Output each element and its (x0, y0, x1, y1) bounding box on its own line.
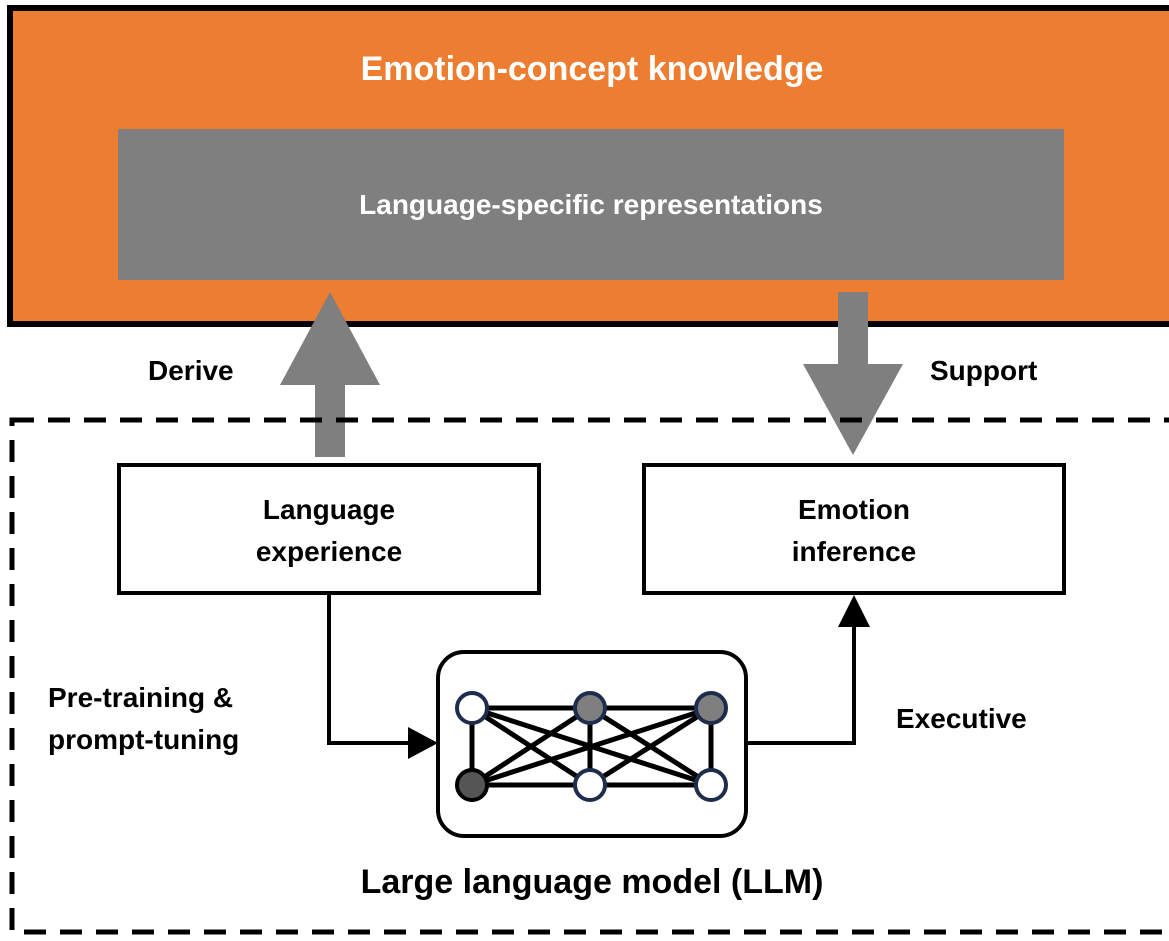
language-experience-line1: Language (263, 494, 395, 525)
nn-edge (470, 705, 592, 788)
nn-node-filled (573, 691, 607, 725)
nn-node-empty (694, 768, 728, 802)
derive-arrow (280, 292, 380, 457)
language-specific-representations-label: Language-specific representations (359, 189, 823, 220)
nn-edge (471, 705, 712, 788)
support-arrow (803, 292, 903, 455)
nn-node-filled (694, 691, 728, 725)
emotion-inference-box (642, 463, 1066, 595)
nn-edge (588, 705, 713, 788)
emotion-inference-line1: Emotion (798, 494, 910, 525)
nn-node-empty (573, 768, 607, 802)
derive-label: Derive (148, 355, 234, 386)
pretraining-arrowhead (408, 727, 438, 759)
pretraining-label-line1: Pre-training & (48, 682, 233, 713)
llm-region-dashed-border (9, 417, 1169, 935)
llm-title: Large language model (LLM) (361, 863, 824, 901)
support-label: Support (930, 355, 1037, 386)
executive-label: Executive (896, 703, 1027, 734)
emotion-concept-knowledge-title: Emotion-concept knowledge (361, 50, 824, 88)
language-experience-box (117, 463, 541, 595)
neural-network-nodes (455, 691, 728, 802)
executive-arrowhead (838, 595, 870, 627)
executive-connector (746, 625, 856, 745)
emotion-inference-line2: inference (792, 536, 917, 567)
nn-node-dark (455, 768, 489, 802)
language-experience-line2: experience (256, 536, 402, 567)
pretraining-label-line2: prompt-tuning (48, 724, 239, 755)
language-specific-representations-box (118, 129, 1064, 280)
pretraining-connector (327, 595, 410, 745)
nn-node-empty (455, 691, 489, 725)
